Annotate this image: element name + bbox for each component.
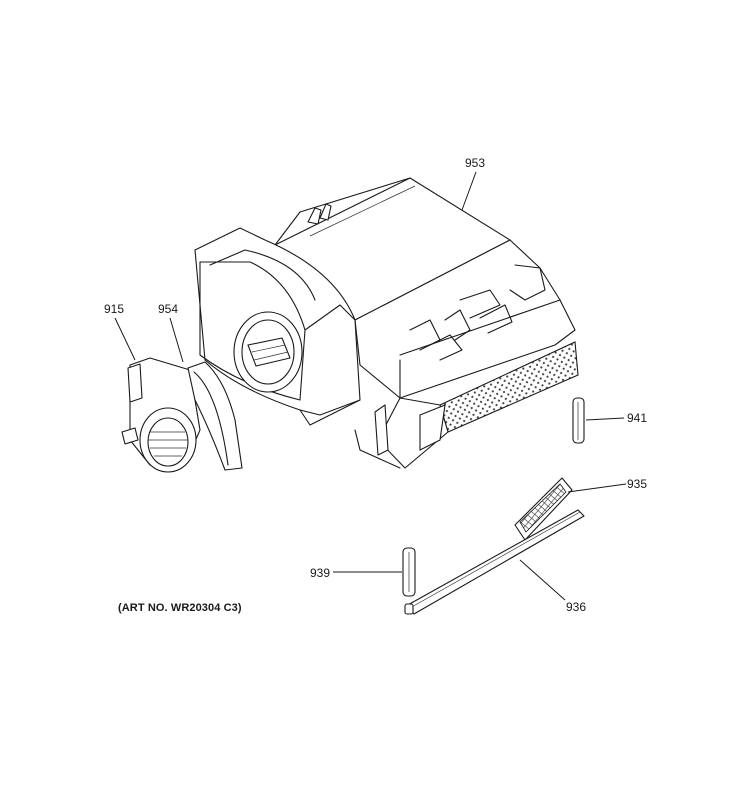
part-label-915: 915	[104, 302, 125, 316]
leader-953	[461, 171, 477, 211]
post-941	[572, 397, 585, 444]
post-939	[402, 547, 416, 597]
leader-915	[114, 317, 136, 361]
strip-936	[404, 509, 585, 615]
part-label-936: 936	[566, 600, 587, 614]
part-label-939: 939	[310, 566, 331, 580]
part-label-953: 953	[465, 156, 486, 170]
leader-941	[585, 417, 625, 421]
housing-assembly-953	[194, 177, 579, 469]
leader-954	[169, 317, 184, 363]
part-label-941: 941	[627, 411, 648, 425]
leader-935	[567, 483, 627, 493]
art-number: (ART NO. WR20304 C3)	[118, 602, 242, 614]
part-label-935: 935	[627, 477, 648, 491]
leader-936	[519, 559, 566, 601]
leader-lines	[114, 171, 627, 601]
duct-seal-954	[187, 361, 243, 471]
fan-cover-915	[121, 357, 201, 473]
part-label-954: 954	[158, 302, 179, 316]
grille-935	[514, 477, 573, 541]
